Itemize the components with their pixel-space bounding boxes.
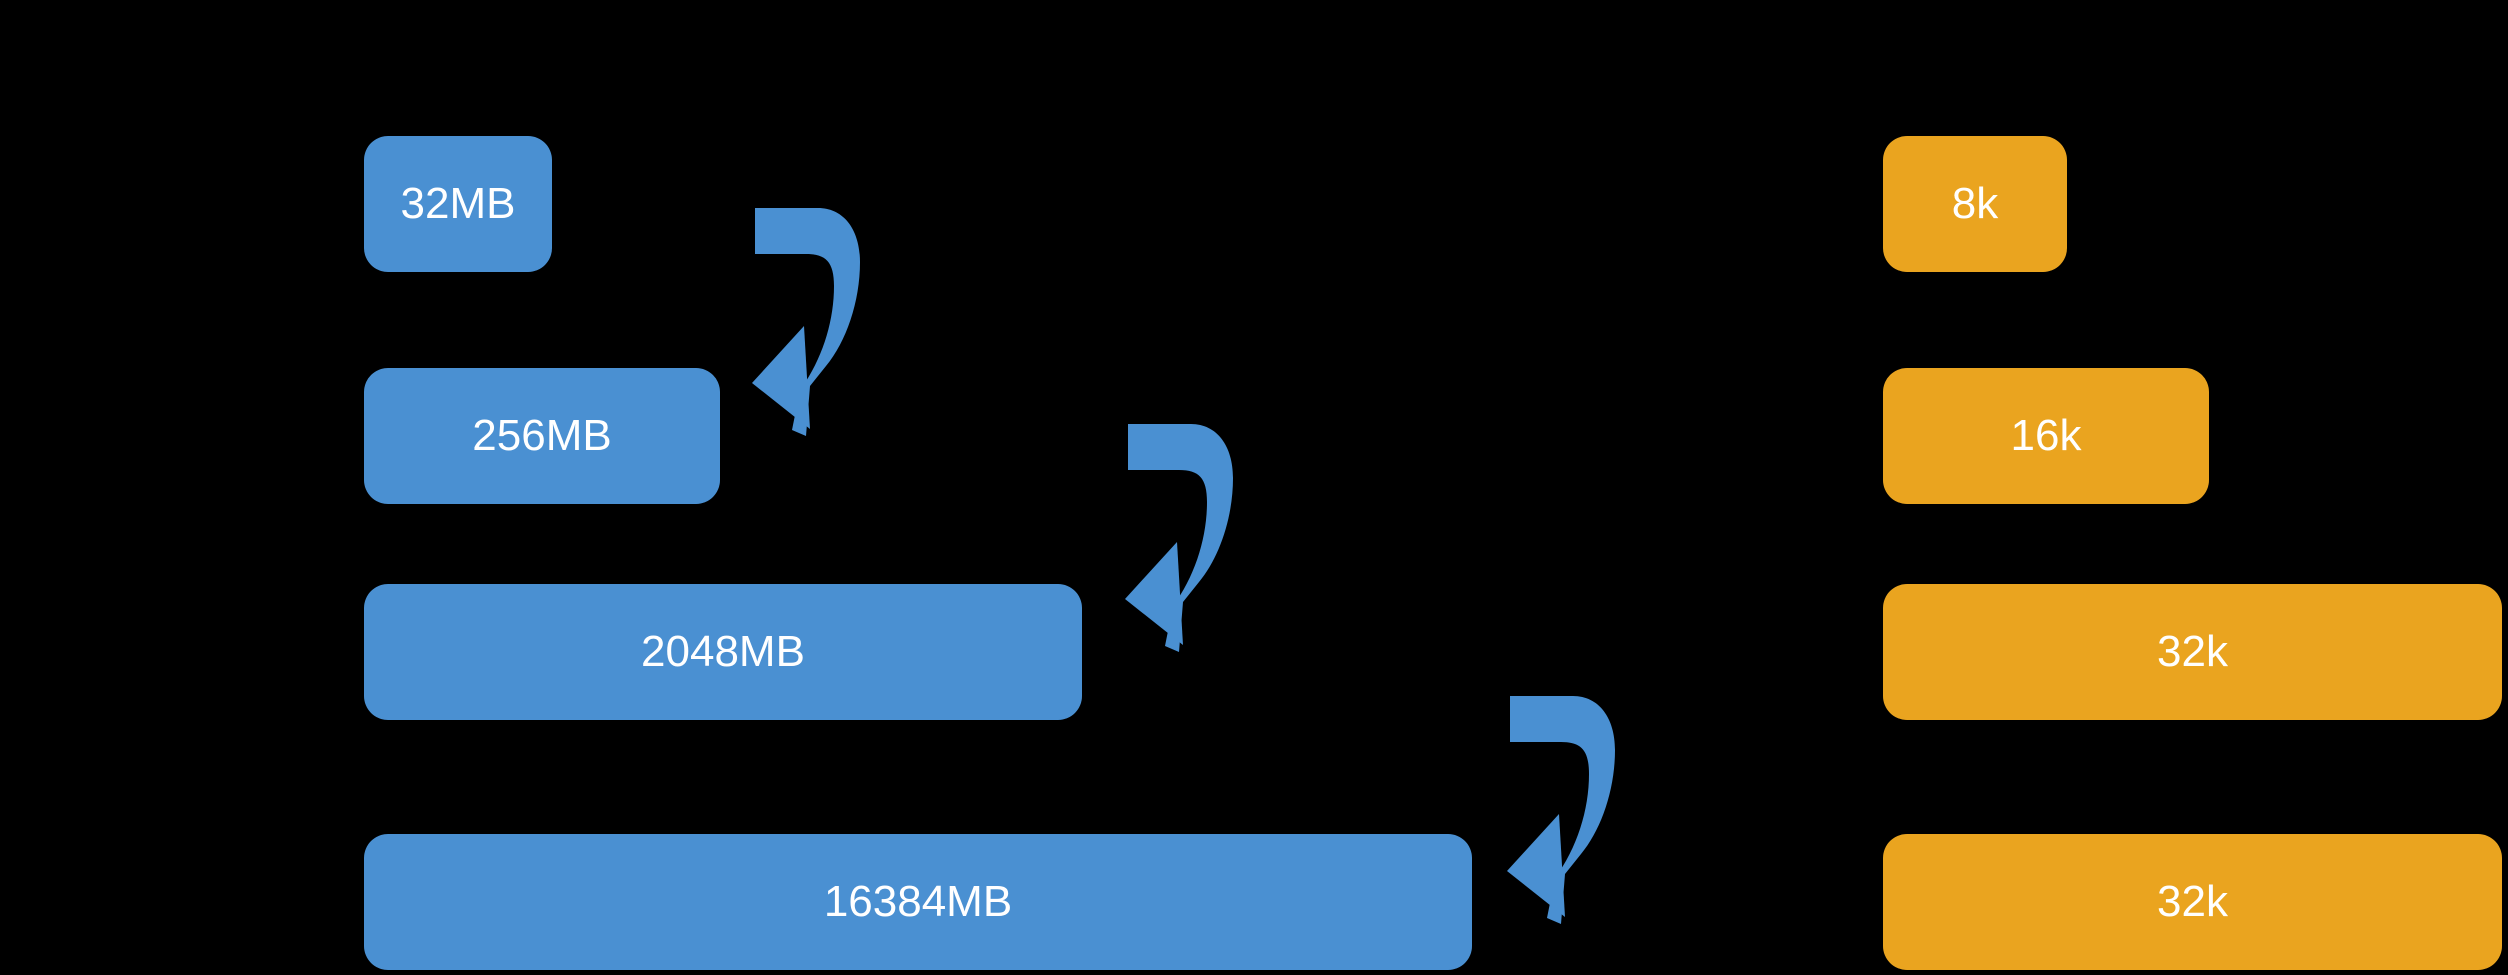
- context-box-1: 8k: [1883, 136, 2067, 272]
- memory-box-4: 16384MB: [364, 834, 1472, 970]
- memory-box-1-label: 32MB: [400, 179, 516, 228]
- memory-box-1: 32MB: [364, 136, 552, 272]
- context-box-3: 32k: [1883, 584, 2502, 720]
- context-box-2: 16k: [1883, 368, 2209, 504]
- curved-arrow-icon-2: [1125, 424, 1233, 652]
- memory-box-2: 256MB: [364, 368, 720, 504]
- memory-box-3-label: 2048MB: [641, 627, 805, 676]
- memory-box-2-label: 256MB: [472, 411, 612, 460]
- context-box-2-label: 16k: [2010, 411, 2082, 460]
- context-box-4-label: 32k: [2157, 877, 2228, 926]
- memory-box-3: 2048MB: [364, 584, 1082, 720]
- curved-arrow-icon-1: [752, 208, 860, 436]
- context-box-4: 32k: [1883, 834, 2502, 970]
- context-box-1-label: 8k: [1951, 179, 1999, 228]
- curved-arrow-icon-3: [1507, 696, 1615, 924]
- context-box-3-label: 32k: [2157, 627, 2228, 676]
- memory-box-4-label: 16384MB: [823, 877, 1013, 926]
